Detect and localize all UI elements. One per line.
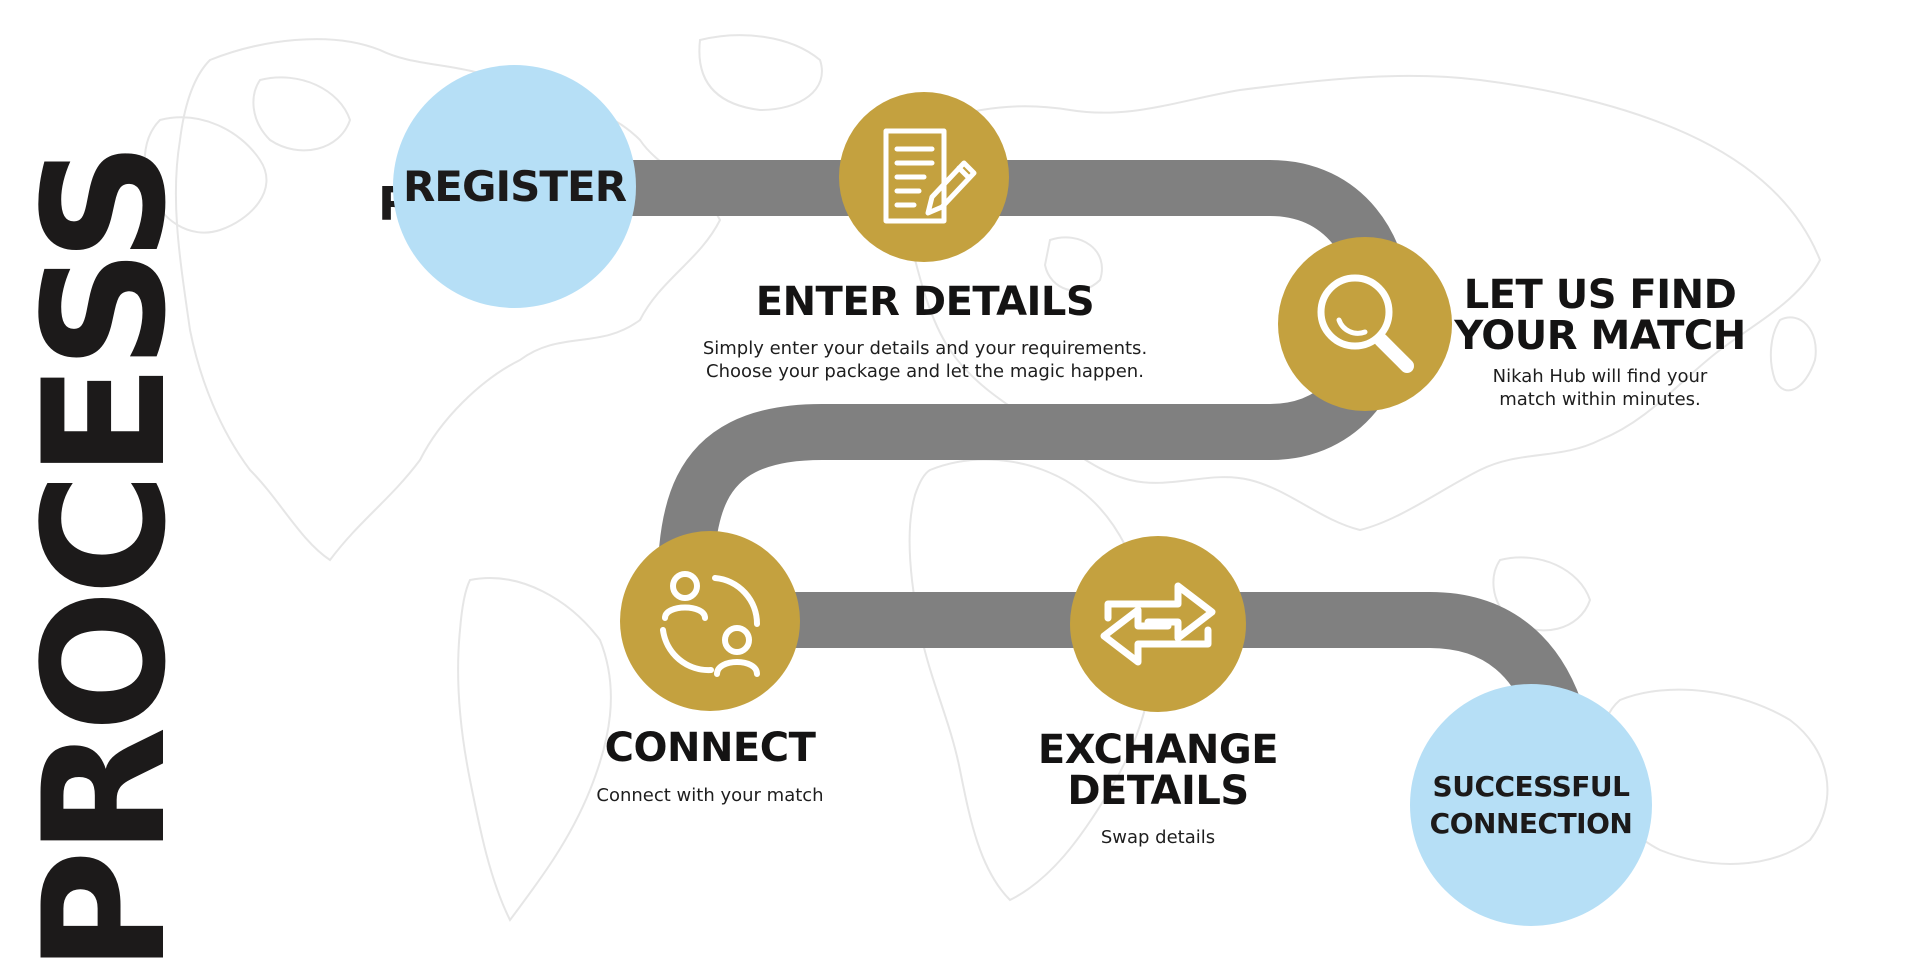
connect-heading: CONNECT: [604, 725, 816, 771]
find-match-heading-line2: YOUR MATCH: [1454, 313, 1746, 359]
exchange-node: [1070, 536, 1246, 712]
enter-details-desc-line1: Simply enter your details and your requi…: [702, 338, 1148, 359]
success-label-line1: SUCCESSFUL: [1432, 769, 1630, 803]
exchange-heading-line1: EXCHANGE: [1037, 727, 1279, 773]
connect-desc: Connect with your match: [596, 785, 824, 806]
magnifier-icon: [1317, 274, 1414, 373]
document-pencil-icon: [883, 128, 977, 224]
exchange-arrows-icon: [1100, 582, 1216, 666]
connect-node: [620, 531, 800, 711]
register-node: REGISTER: [393, 65, 636, 308]
enter-details-node: [839, 92, 1009, 262]
enter-details-desc-line2: Choose your package and let the magic ha…: [706, 361, 1144, 382]
find-match-desc-line1: Nikah Hub will find your: [1492, 366, 1708, 387]
people-connect-icon: [660, 571, 761, 677]
success-node: SUCCESSFUL CONNECTION: [1410, 684, 1652, 926]
exchange-desc: Swap details: [1100, 827, 1216, 848]
find-match-heading-line1: LET US FIND: [1463, 272, 1737, 318]
find-match-desc-line2: match within minutes.: [1499, 389, 1701, 410]
success-label-line2: CONNECTION: [1429, 807, 1633, 840]
register-label: REGISTER: [402, 161, 627, 211]
enter-details-heading: ENTER DETAILS: [755, 279, 1095, 325]
find-match-node: [1278, 237, 1452, 411]
exchange-heading-line2: DETAILS: [1067, 768, 1249, 814]
